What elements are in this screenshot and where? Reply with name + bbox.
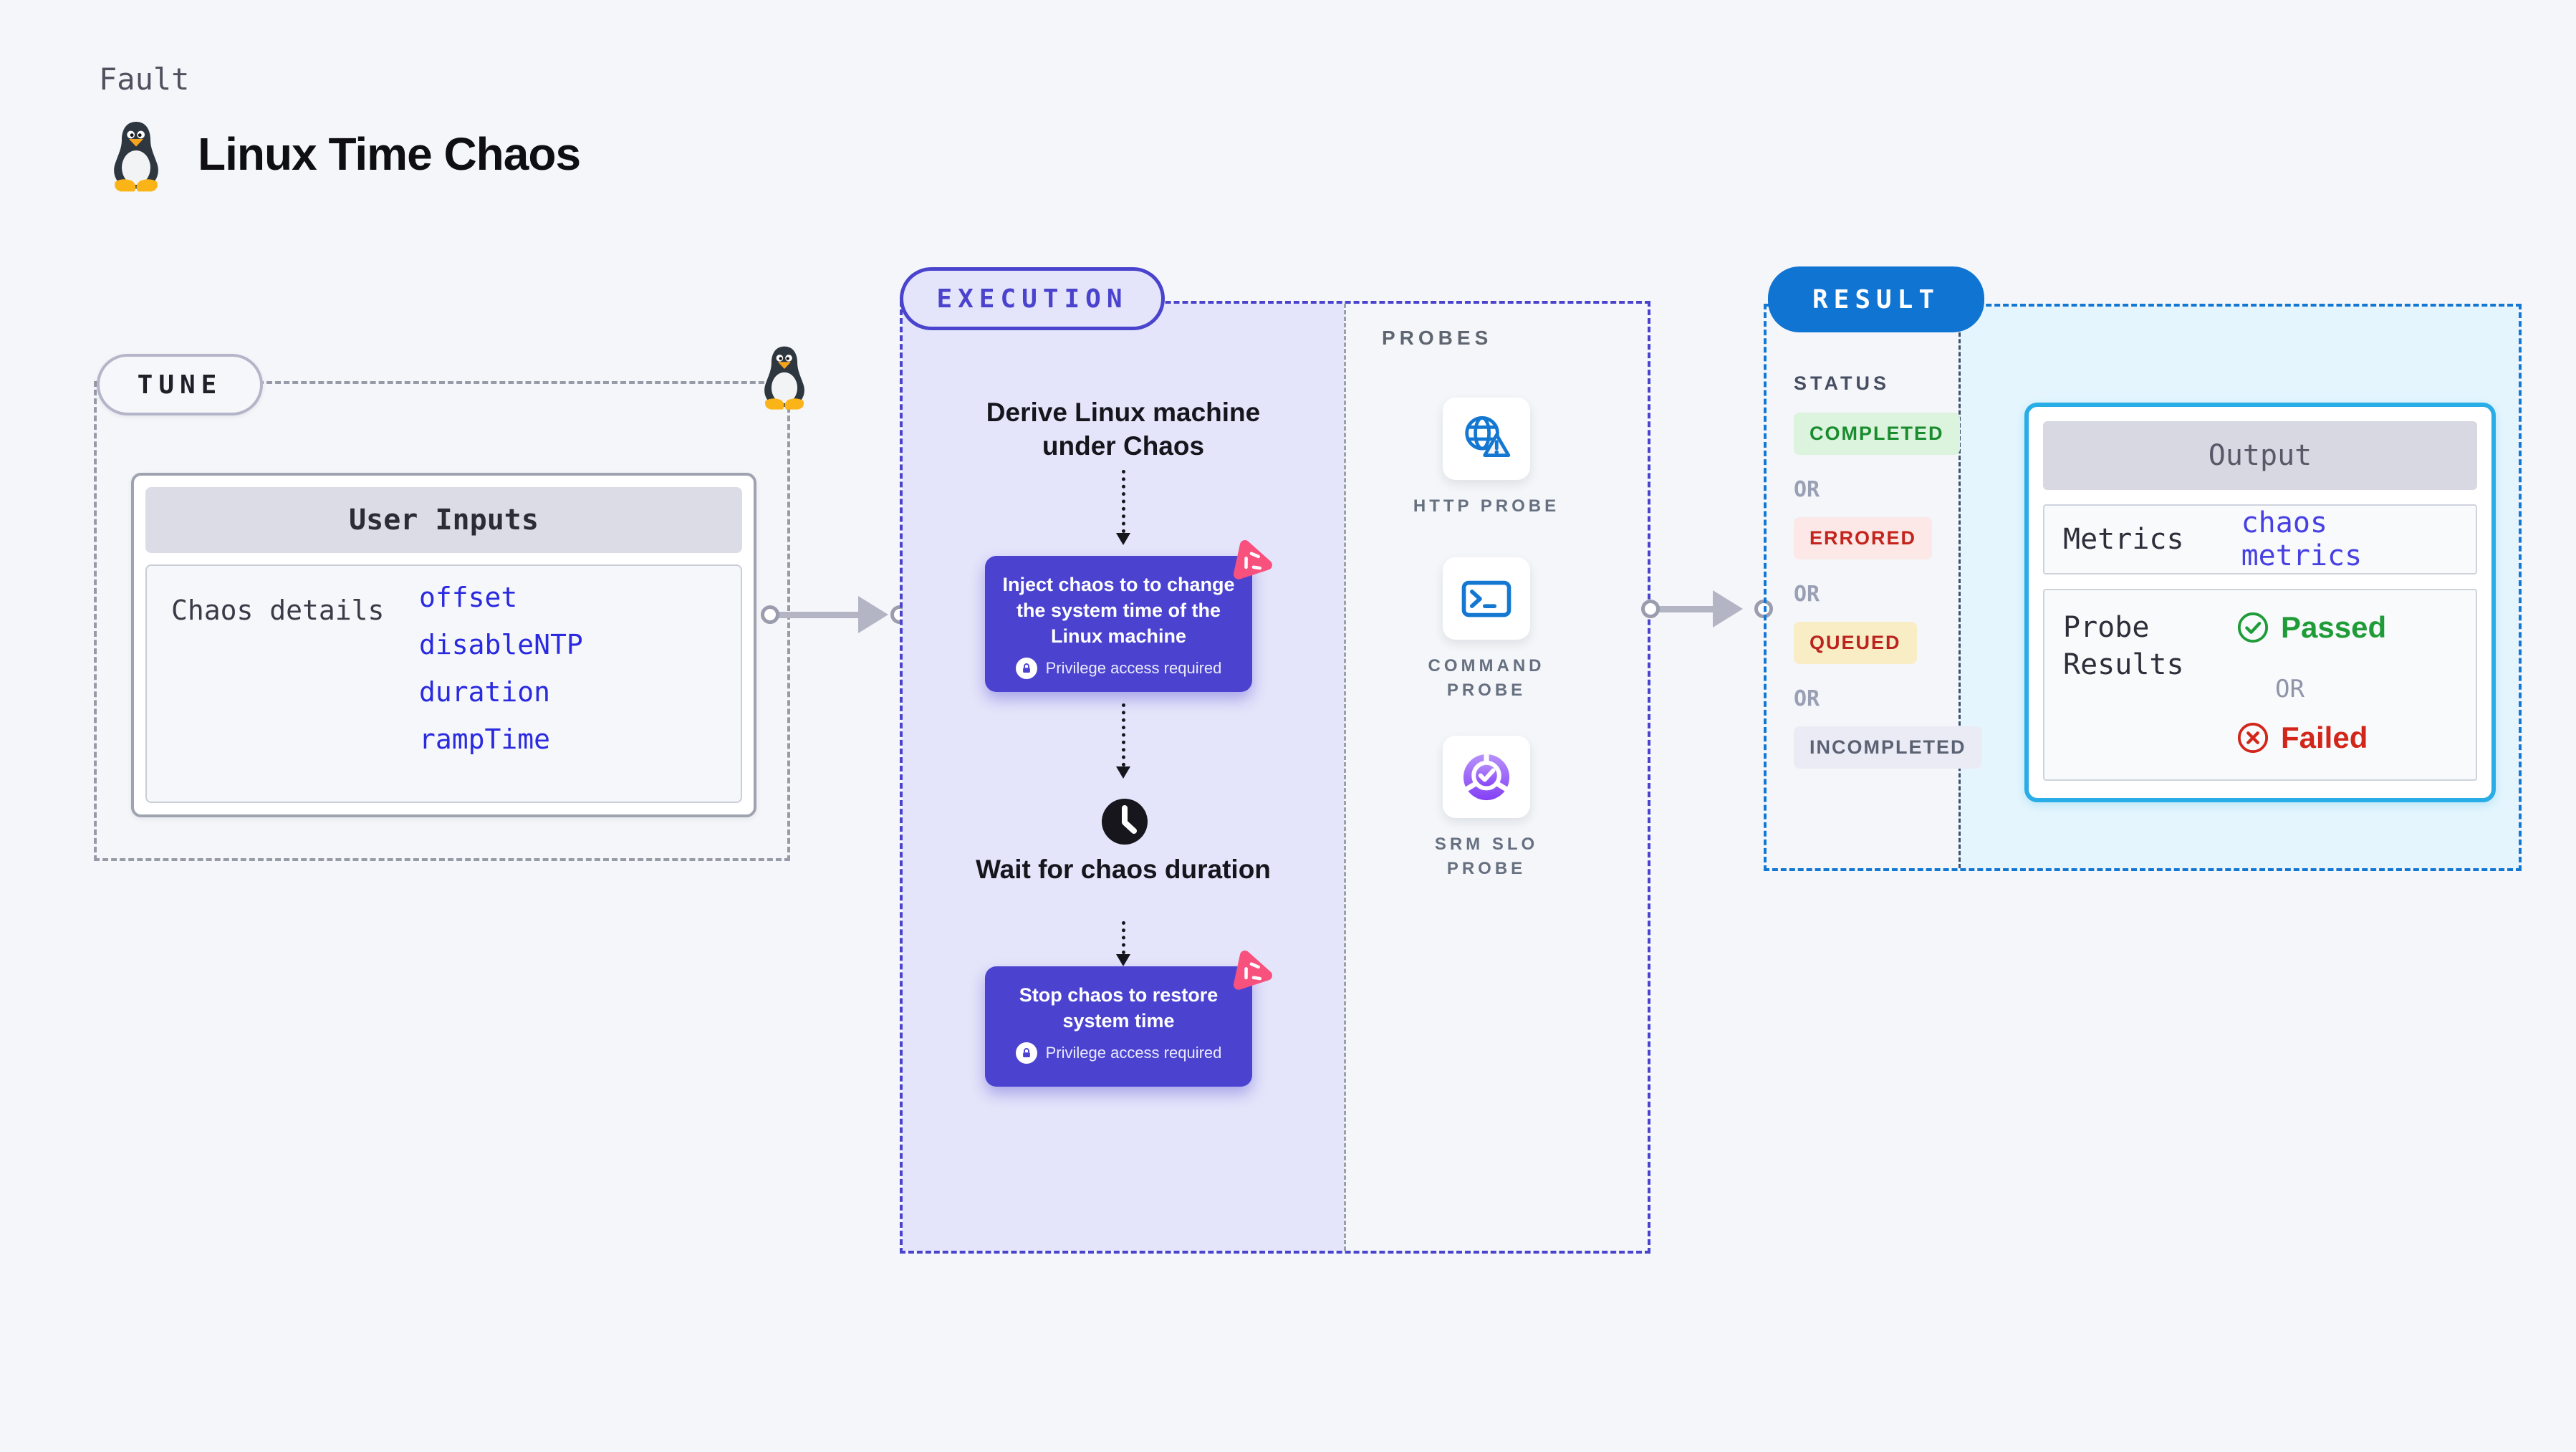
privilege-note: Privilege access required [1045,1044,1222,1062]
output-header: Output [2043,421,2477,490]
globe-alert-icon [1465,415,1511,457]
status-badge-completed: COMPLETED [1794,413,1960,455]
srm-slo-probe-card [1443,736,1530,818]
connector-dot [1641,600,1660,618]
status-title: STATUS [1794,372,1890,394]
connector-execution-result [1658,606,1713,612]
status-badge-incompleted: INCOMPLETED [1794,726,1982,769]
input-link-ramptime[interactable]: rampTime [419,723,551,755]
inject-chaos-step: Inject chaos to to change the system tim… [985,539,1272,692]
output-card: Output Metrics chaos metrics Probe Resul… [2024,403,2496,802]
page-title: Linux Time Chaos [198,128,581,180]
user-inputs-card: User Inputs Chaos details offset disable… [131,473,756,817]
x-circle-icon [2237,722,2269,754]
execution-pill: EXECUTION [900,267,1165,330]
input-link-duration[interactable]: duration [419,676,551,708]
check-circle-icon [2237,612,2269,643]
lock-icon [1015,1042,1037,1064]
failed-label: Failed [2281,721,2368,754]
probe-results-label: Probe Results [2063,611,2184,681]
chaos-details-label: Chaos details [171,595,385,626]
status-badge-queued: QUEUED [1794,622,1917,664]
http-probe-card [1443,398,1530,480]
tux-penguin-icon [114,122,158,192]
terminal-icon [1461,580,1512,617]
flow-arrow-head [1116,533,1130,545]
probes-panel: PROBES HTTP PROBE [1344,304,1648,1251]
srm-slo-probe-label: SRM SLO PROBE [1434,835,1539,878]
probe-results-row: Probe Results Passed OR Failed [2043,589,2477,781]
metrics-row: Metrics chaos metrics [2043,504,2477,574]
or-label: OR [2275,675,2305,703]
stop-chaos-step: Stop chaos to restore system time Privil… [985,950,1272,1087]
derive-step-label: Derive Linux machine under Chaos [986,398,1261,461]
user-inputs-body: Chaos details offset disableNTP duration… [145,564,742,803]
tune-pill-label: TUNE [137,370,223,400]
tune-pill: TUNE [97,354,263,415]
or-label: OR [1794,477,1820,502]
wait-step-label: Wait for chaos duration [976,855,1271,884]
flow-arrow-line [1122,470,1125,533]
result-pill-label: RESULT [1812,284,1941,314]
chaos-pinwheel-icon [1233,539,1272,580]
passed-line: Passed [2236,610,2386,645]
passed-label: Passed [2281,610,2387,644]
privilege-note: Privilege access required [1045,659,1222,677]
input-link-offset[interactable]: offset [419,582,518,613]
execution-section: PROBES HTTP PROBE [900,301,1650,1254]
result-section: STATUS COMPLETED OR ERRORED OR QUEUED OR… [1764,304,2522,871]
connector-arrowhead [1713,590,1743,628]
inject-chaos-text: Inject chaos to to change the system tim… [1002,574,1235,647]
status-badge-errored: ERRORED [1794,517,1933,559]
execution-pill-label: EXECUTION [936,284,1128,314]
flow-arrow-head [1116,954,1130,966]
result-pill: RESULT [1768,266,1984,332]
chaos-pinwheel-icon [1233,950,1272,990]
connector-dot [761,605,779,624]
connector-arrowhead [858,596,888,633]
flow-arrow-line [1122,703,1125,766]
connector-tune-execution [778,612,858,618]
lock-icon [1015,658,1037,679]
http-probe-label: HTTP PROBE [1413,496,1560,516]
input-link-disablentp[interactable]: disableNTP [419,629,583,660]
command-probe-label: COMMAND PROBE [1428,656,1545,700]
metrics-value-link[interactable]: chaos metrics [2241,506,2363,572]
tune-section [94,381,790,861]
clock-icon [1102,799,1148,845]
flow-arrow-line [1122,921,1125,954]
failed-line: Failed [2236,721,2368,755]
stop-chaos-text: Stop chaos to restore system time [1019,984,1219,1032]
probes-title: PROBES [1382,327,1493,349]
user-inputs-header: User Inputs [145,487,742,553]
flow-arrow-head [1116,766,1130,779]
slo-pie-chart-icon [1463,752,1510,800]
command-probe-card [1443,557,1530,640]
tux-penguin-small-icon [764,346,804,410]
or-label: OR [1794,686,1820,711]
metrics-label: Metrics [2063,523,2184,556]
or-label: OR [1794,582,1820,607]
fault-kicker: Fault [99,62,190,97]
